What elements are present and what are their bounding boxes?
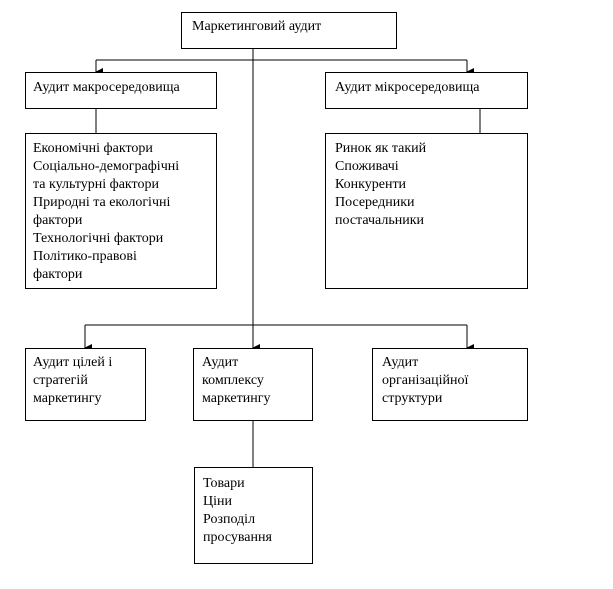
- goals-strategies-audit-box: Аудит цілей і стратегій маркетингу: [25, 348, 146, 421]
- micro-environment-audit-box: Аудит мікросередовища: [325, 72, 528, 109]
- list-item: фактори: [33, 213, 83, 228]
- marketing-mix-audit-box: Аудит комплексу маркетингу: [193, 348, 313, 421]
- macro-environment-audit-box: Аудит макросередовища: [25, 72, 217, 109]
- box-label-line: Аудит цілей і: [33, 355, 113, 370]
- list-item: Конкуренти: [335, 177, 407, 192]
- list-item: Споживачі: [335, 159, 399, 174]
- list-item: Розподіл: [203, 512, 256, 527]
- list-item: просування: [203, 530, 272, 545]
- list-item: Політико-правові: [33, 249, 137, 264]
- list-item: Економічні фактори: [33, 141, 153, 156]
- list-item: Природні та екологічні: [33, 195, 171, 210]
- box-label-line: маркетингу: [33, 391, 102, 406]
- macro-factors-list: Економічні фактори Соціально-демографічн…: [25, 133, 217, 289]
- box-label-line: Аудит: [202, 355, 239, 370]
- list-item: та культурні фактори: [33, 177, 159, 192]
- list-item: фактори: [33, 267, 83, 282]
- list-item: Технологічні фактори: [33, 231, 164, 246]
- list-item: Посередники: [335, 195, 415, 210]
- list-item: Товари: [203, 476, 245, 491]
- box-label-line: організаційної: [382, 373, 469, 388]
- box-label: Аудит мікросередовища: [335, 80, 480, 95]
- organizational-structure-audit-box: Аудит організаційної структури: [372, 348, 528, 421]
- list-item: постачальники: [335, 213, 425, 228]
- list-item: Ціни: [203, 494, 232, 509]
- box-label-line: Аудит: [382, 355, 419, 370]
- box-label: Аудит макросередовища: [33, 80, 180, 95]
- marketing-audit-box: Маркетинговий аудит: [181, 12, 397, 49]
- box-label-line: маркетингу: [202, 391, 271, 406]
- box-label: Маркетинговий аудит: [192, 19, 322, 34]
- marketing-mix-list: Товари Ціни Розподіл просування: [194, 467, 313, 564]
- list-item: Ринок як такий: [335, 141, 427, 156]
- list-item: Соціально-демографічні: [33, 159, 180, 174]
- micro-factors-list: Ринок як такий Споживачі Конкуренти Посе…: [325, 133, 528, 289]
- box-label-line: комплексу: [202, 373, 264, 388]
- box-label-line: структури: [382, 391, 443, 406]
- box-label-line: стратегій: [33, 373, 88, 388]
